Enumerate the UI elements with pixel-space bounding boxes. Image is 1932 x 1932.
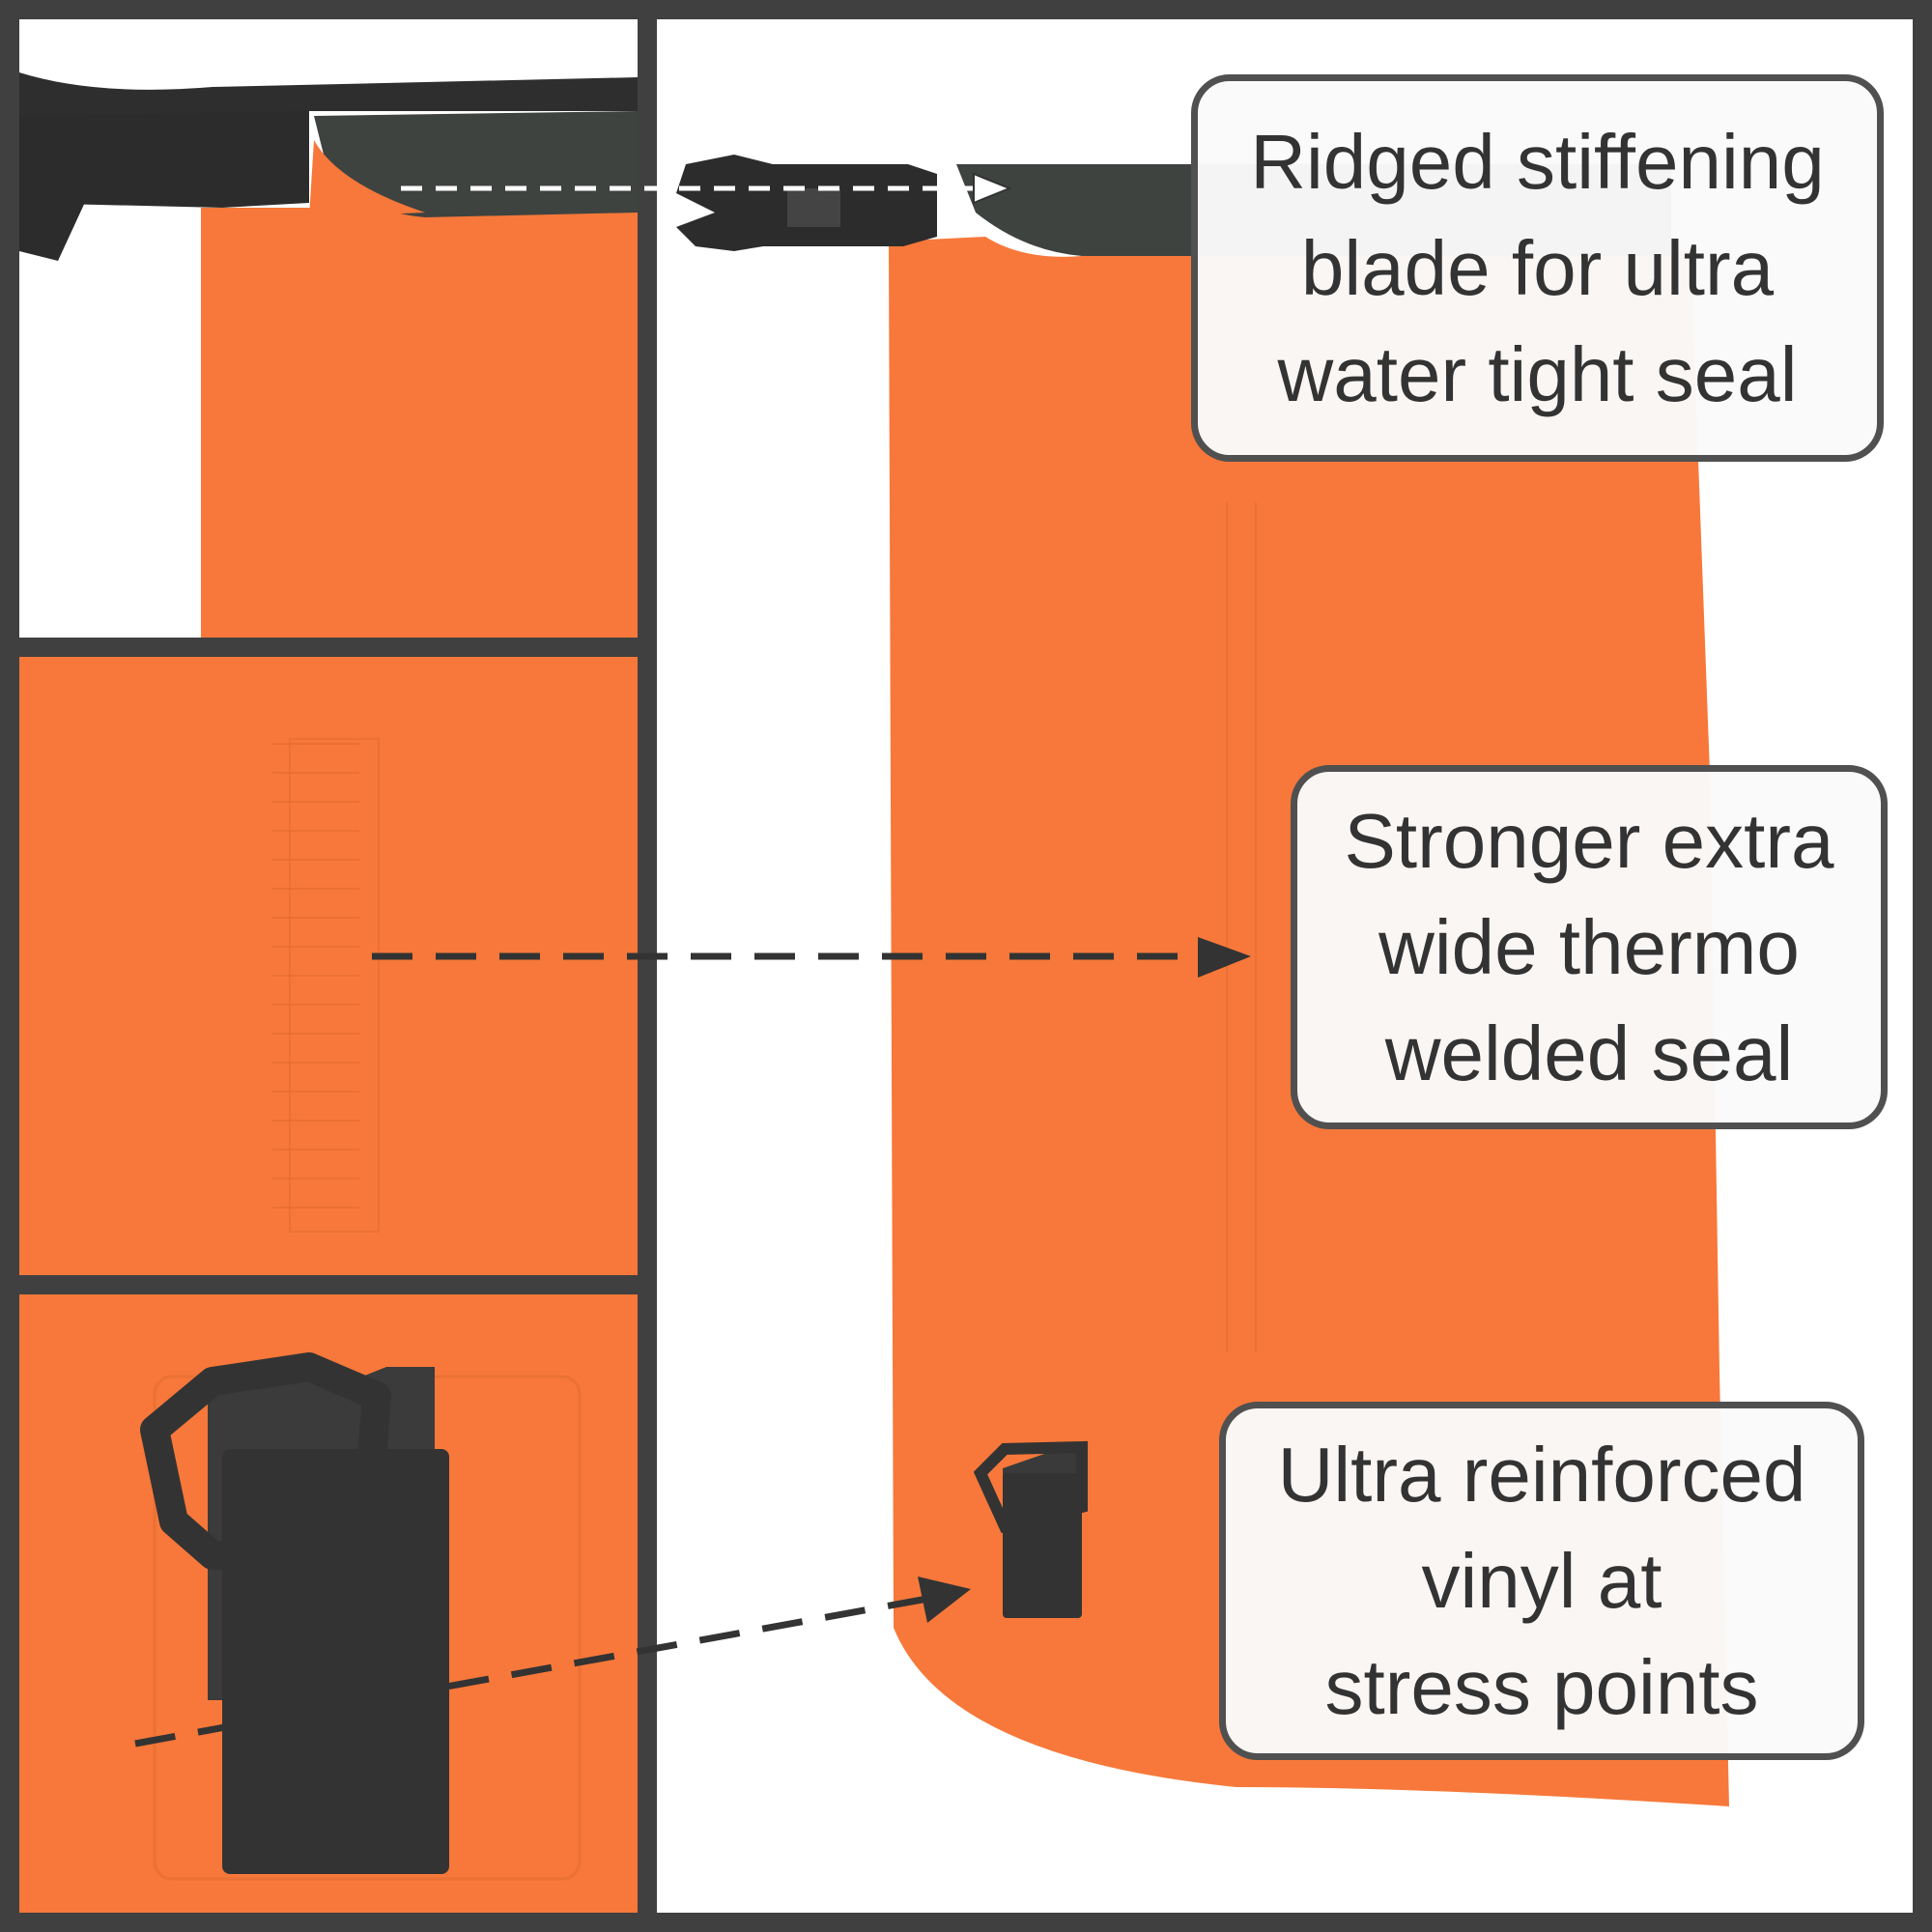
detail-panel-d-ring	[19, 1294, 638, 1913]
callout-weld-seam-text: Stronger extra wide thermo welded seal	[1344, 797, 1834, 1096]
callout-stress-points-text: Ultra reinforced vinyl at stress points	[1277, 1431, 1806, 1730]
detail-panel-weld-seam	[19, 657, 638, 1275]
d-ring-detail-image	[19, 1294, 638, 1913]
detail-panel-closure	[19, 19, 638, 638]
closure-detail-image	[19, 72, 638, 638]
callout-stress-points: Ultra reinforced vinyl at stress points	[1219, 1402, 1864, 1760]
callout-closure: Ridged stiffening blade for ultra water …	[1191, 74, 1884, 462]
callout-closure-text: Ridged stiffening blade for ultra water …	[1250, 118, 1825, 417]
weld-seam-detail-image	[19, 657, 638, 1275]
callout-weld-seam: Stronger extra wide thermo welded seal	[1291, 765, 1888, 1129]
